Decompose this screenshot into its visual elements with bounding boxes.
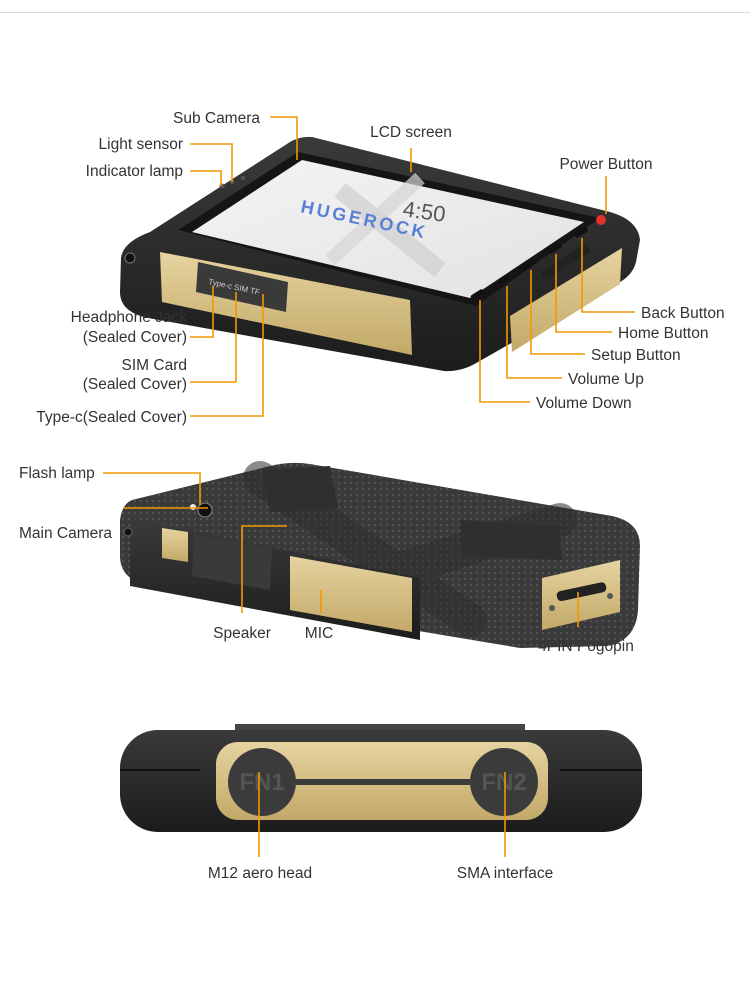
leader-sim-card (190, 292, 237, 383)
leader-speaker (241, 525, 287, 613)
label-flash-lamp: Flash lamp (19, 465, 95, 482)
label-pogopin: 4PIN Pogopin (538, 638, 634, 655)
leader-volume-up (506, 286, 562, 379)
label-indicator-lamp: Indicator lamp (86, 163, 183, 180)
label-volume-down: Volume Down (536, 395, 632, 412)
home-key (548, 243, 562, 254)
leader-indicator-lamp (190, 170, 222, 186)
screen-wallpaper-stroke (334, 182, 446, 278)
headphone-jack (124, 252, 136, 264)
label-sma: SMA interface (457, 865, 554, 882)
volume-up-key (496, 275, 510, 286)
label-setup-button: Setup Button (591, 347, 681, 364)
back-left-hole (123, 527, 133, 537)
fn1-text: FN1 (239, 769, 284, 796)
back-key (574, 227, 588, 238)
setup-key (522, 259, 536, 270)
label-home-button: Home Button (618, 325, 708, 342)
back-top-plate (262, 466, 338, 512)
power-key (596, 215, 606, 225)
side-connector (541, 244, 590, 280)
label-type-c: Type-c(Sealed Cover) (36, 409, 187, 426)
label-light-sensor: Light sensor (99, 136, 183, 153)
m12-cap (228, 748, 296, 816)
flash-lamp-dot (190, 504, 196, 510)
bottom-device: FN1 FN2 (120, 724, 642, 832)
screen-time: 4:50 (401, 196, 447, 227)
pogopin-slot (556, 582, 607, 602)
fn2-text: FN2 (481, 769, 526, 796)
top-divider (0, 12, 750, 13)
speaker-cover (192, 534, 272, 590)
main-camera-lens (197, 502, 213, 518)
label-sim-card-2: (Sealed Cover) (83, 376, 187, 393)
label-main-camera: Main Camera (19, 525, 112, 542)
labels: Sub Camera Light sensor Indicator lamp L… (19, 110, 725, 882)
leader-setup-button (530, 270, 585, 355)
right-khaki-panel (510, 248, 622, 352)
leader-headphone-jack (190, 286, 214, 338)
label-lcd-screen: LCD screen (370, 124, 452, 141)
leader-sub-camera (270, 116, 298, 160)
leader-flash-lamp (103, 472, 201, 505)
leader-type-c (190, 294, 264, 417)
back-device (120, 461, 640, 648)
label-power-button: Power Button (559, 156, 652, 173)
label-headphone-jack-1: Headphone Jack (71, 309, 188, 326)
pogopin-screw (607, 593, 613, 599)
label-speaker: Speaker (213, 625, 271, 642)
leader-back-button (581, 238, 635, 313)
label-back-button: Back Button (641, 305, 725, 322)
leader-home-button (555, 254, 612, 333)
leader-light-sensor (190, 143, 233, 182)
back-right-plate (460, 520, 562, 560)
label-sub-camera: Sub Camera (173, 110, 260, 127)
leader-lines (103, 116, 635, 857)
volume-down-key (470, 289, 484, 300)
sma-cap (470, 748, 538, 816)
label-m12: M12 aero head (208, 865, 312, 882)
indicator-dot (241, 176, 245, 180)
pogopin-screw (549, 605, 555, 611)
label-volume-up: Volume Up (568, 371, 644, 388)
leader-volume-down (479, 300, 530, 403)
label-sim-card-1: SIM Card (122, 357, 187, 374)
label-headphone-jack-2: (Sealed Cover) (83, 329, 187, 346)
label-mic: MIC (305, 625, 333, 642)
front-device: 4:50 HUGEROCK Type-c SIM TF (120, 136, 640, 372)
back-khaki-left (162, 528, 188, 562)
sealed-cover (196, 262, 288, 312)
screen-wallpaper-stroke (325, 172, 425, 266)
